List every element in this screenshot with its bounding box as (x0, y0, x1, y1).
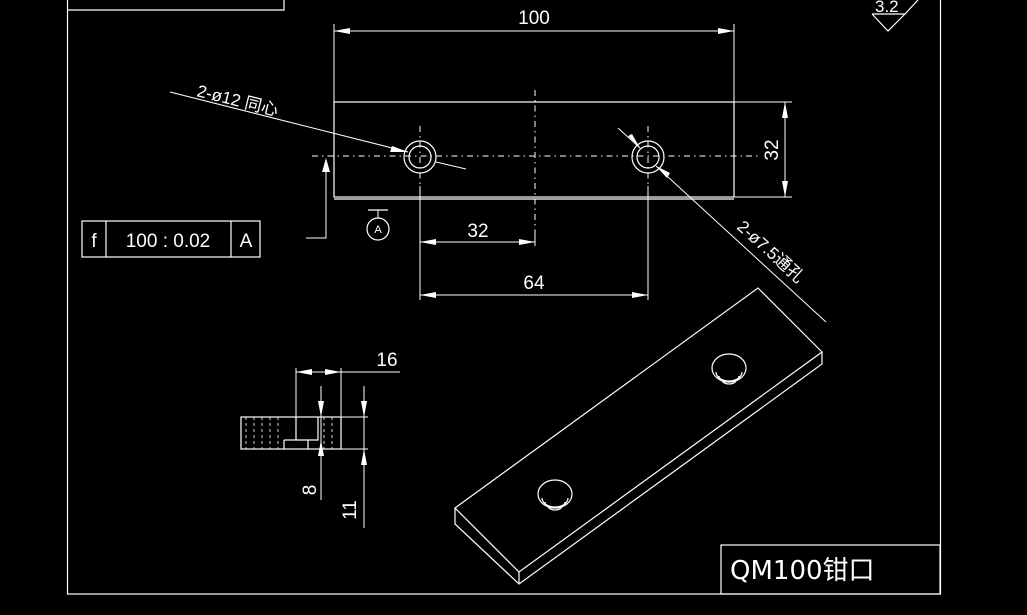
dim-section-height: 11 (340, 386, 368, 528)
counterbore-circle-left (403, 140, 437, 174)
top-view (312, 90, 760, 232)
tolerance-datum: A (240, 231, 253, 252)
title-block: QM100钳口 (720, 544, 941, 595)
title-text: QM100钳口 (730, 556, 875, 586)
dim-32-vertical-label: 32 (762, 139, 783, 160)
counterbore-note-text: 2-ø12 同心 (195, 81, 280, 120)
dim-16-label: 16 (376, 350, 397, 371)
dim-overall-length: 100 (333, 8, 735, 102)
tolerance-value: 100 : 0.02 (126, 231, 211, 252)
surface-finish-symbol: 3.2 (871, 0, 919, 32)
datum-label: A (374, 224, 382, 236)
dim-8-label: 8 (300, 485, 321, 496)
leader-through-hole-note: 2-ø7.5通孔 (617, 127, 827, 323)
section-view (240, 400, 342, 460)
tolerance-frame: f 100 : 0.02 A (81, 158, 330, 258)
iso-hole-lower (537, 479, 573, 511)
dim-11-label: 11 (340, 500, 361, 520)
datum-symbol: A (366, 209, 390, 241)
surface-finish-value: 3.2 (875, 0, 899, 16)
dim-100-label: 100 (518, 8, 550, 29)
dim-overall-width: 32 (734, 101, 792, 198)
dim-64-label: 64 (523, 273, 545, 294)
section-hatching (245, 417, 333, 449)
through-hole-note-text: 2-ø7.5通孔 (733, 217, 807, 287)
dim-counterbore-depth: 8 (300, 386, 324, 500)
dim-section-width: 16 (295, 350, 400, 417)
drawing-frame (66, 0, 942, 595)
isometric-view (454, 287, 823, 585)
dim-hole-spacing: 64 (420, 186, 649, 300)
tolerance-symbol: f (91, 231, 97, 252)
dim-hole-offset: 32 (419, 186, 536, 300)
counterbore-circle-right (631, 140, 665, 174)
dim-32-horizontal-label: 32 (467, 221, 488, 242)
iso-hole-upper (711, 353, 747, 385)
